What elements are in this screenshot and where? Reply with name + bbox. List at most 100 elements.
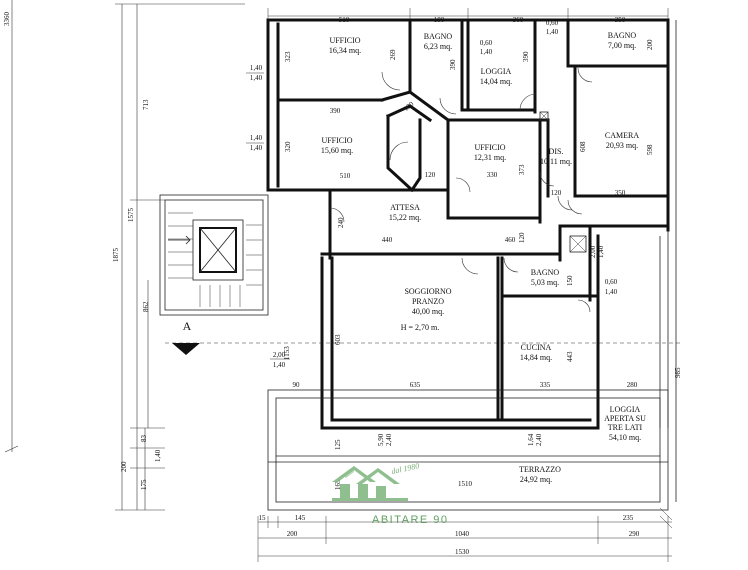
dim-240-att: 240 — [337, 217, 345, 228]
dim-140-bagno3: 1,40 — [605, 288, 618, 296]
dim-1153: 1153 — [283, 346, 291, 360]
dim-350-camera: 350 — [615, 189, 626, 197]
dim-140-corr: 1,40 — [597, 245, 605, 258]
room-ufficio-3: UFFICIO 12,31 mq. — [474, 143, 506, 162]
dim-1530: 1530 — [455, 548, 470, 556]
room-area: 54,10 mq. — [609, 433, 641, 442]
room-camera: CAMERA 20,93 mq. — [605, 131, 639, 150]
room-name-3: TRE LATI — [608, 423, 643, 432]
dim-top-060: 0,60 — [546, 19, 559, 27]
dim-335: 335 — [540, 381, 551, 389]
room-bagno-3: BAGNO 5,03 mq. — [531, 268, 560, 287]
dim-713: 713 — [142, 99, 150, 110]
room-area: 40,00 mq. — [412, 307, 444, 316]
dim-608: 608 — [579, 141, 587, 152]
dim-145: 145 — [295, 514, 306, 522]
dim-235: 235 — [623, 514, 634, 522]
dim-373: 373 — [518, 164, 526, 175]
room-dis: DIS. 10,11 mq. — [540, 147, 572, 166]
room-name: DIS. — [549, 147, 564, 156]
room-name: UFFICIO — [329, 36, 360, 45]
room-name: BAGNO — [531, 268, 560, 277]
left-dimension-chains — [4, 0, 245, 511]
dim-598: 598 — [646, 144, 654, 155]
dim-125: 125 — [334, 439, 342, 450]
dim-603: 603 — [334, 334, 342, 345]
dim-1040: 1040 — [455, 530, 470, 538]
room-name: LOGGIA — [610, 405, 641, 414]
sill-c-top: 2,00 — [273, 351, 286, 359]
dim-150: 150 — [566, 275, 574, 286]
dim-200-bagno2: 200 — [646, 39, 654, 50]
room-name: BAGNO — [608, 31, 637, 40]
shaft-markers — [539, 111, 587, 253]
dim-200: 200 — [120, 461, 128, 472]
dim-390-loggia: 390 — [522, 51, 530, 62]
room-area: 20,93 mq. — [606, 141, 638, 150]
dim-862: 862 — [142, 301, 150, 312]
room-area: 10,11 mq. — [540, 157, 572, 166]
room-area: 5,03 mq. — [531, 278, 559, 287]
room-name-2: APERTA SU — [604, 414, 646, 423]
room-area: 16,34 mq. — [329, 46, 361, 55]
stairwell — [159, 194, 269, 316]
room-name: UFFICIO — [474, 143, 505, 152]
sill-b-top: 1,40 — [250, 134, 263, 142]
bottom-dimension-lines — [257, 507, 673, 562]
dim-90: 90 — [293, 381, 301, 389]
room-area: 14,84 mq. — [520, 353, 552, 362]
dim-240-cuc: 2,40 — [535, 433, 543, 446]
dim-290: 290 — [629, 530, 640, 538]
room-name: BAGNO — [424, 32, 453, 41]
dim-15: 15 — [259, 514, 267, 522]
section-marker: A — [183, 319, 192, 333]
room-cucina: CUCINA 14,84 mq. — [520, 343, 552, 362]
dim-280: 280 — [627, 381, 638, 389]
dim-443: 443 — [566, 351, 574, 362]
room-name: LOGGIA — [481, 67, 512, 76]
room-ufficio-2: UFFICIO 15,60 mq. — [321, 136, 353, 155]
room-name: UFFICIO — [321, 136, 352, 145]
room-name: TERRAZZO — [519, 465, 561, 474]
dim-3360: 3360 — [3, 12, 11, 27]
dim-985: 985 — [674, 367, 682, 378]
dim-240-sogg: 2,40 — [385, 433, 393, 446]
sill-c-bottom: 1,40 — [273, 361, 286, 369]
room-name: SOGGIORNO — [404, 287, 451, 296]
dim-390-uff2: 390 — [330, 107, 341, 115]
room-bagno-1: BAGNO 6,23 mq. — [424, 32, 453, 51]
dim-635: 635 — [410, 381, 421, 389]
door-swings — [329, 67, 593, 313]
dim-060-bagno3: 0,60 — [605, 278, 618, 286]
room-name: CUCINA — [521, 343, 552, 352]
room-area: 14,04 mq. — [480, 77, 512, 86]
walls — [266, 18, 677, 502]
room-area: 24,92 mq. — [520, 475, 552, 484]
dim-1510: 1510 — [458, 480, 473, 488]
dim-590: 5,90 — [377, 433, 385, 446]
dim-330: 330 — [487, 171, 498, 179]
room-height: H = 2,70 m. — [401, 323, 440, 332]
logo-brand: ABITARE 90 — [372, 514, 449, 526]
dim-200-corr: 2,00 — [589, 245, 597, 258]
dim-460: 460 — [505, 236, 516, 244]
section-line-a — [165, 342, 680, 355]
dim-320: 320 — [284, 141, 292, 152]
room-area: 15,22 mq. — [389, 213, 421, 222]
room-loggia-1: LOGGIA 14,04 mq. — [480, 67, 512, 86]
dim-120-corr: 120 — [518, 232, 526, 243]
left-sill-labels — [246, 72, 290, 360]
logo-tagline: dal 1980 — [391, 461, 420, 476]
dim-390-bagno: 390 — [449, 59, 457, 70]
sill-a-bottom: 1,40 — [250, 74, 263, 82]
dim-165: 165 — [334, 479, 342, 490]
room-loggia-2: LOGGIA APERTA SU TRE LATI 54,10 mq. — [604, 405, 646, 442]
dim-323: 323 — [284, 51, 292, 62]
dim-top-140: 1,40 — [546, 28, 559, 36]
dim-1575: 1575 — [127, 208, 135, 223]
room-area: 12,31 mq. — [474, 153, 506, 162]
dim-140-loggia: 1,40 — [480, 48, 493, 56]
interior-dimensions: 269 390 323 390 120 0,60 1,40 200 390 32… — [284, 39, 682, 490]
room-ufficio-1: UFFICIO 16,34 mq. — [329, 36, 361, 55]
room-name-2: PRANZO — [412, 297, 444, 306]
